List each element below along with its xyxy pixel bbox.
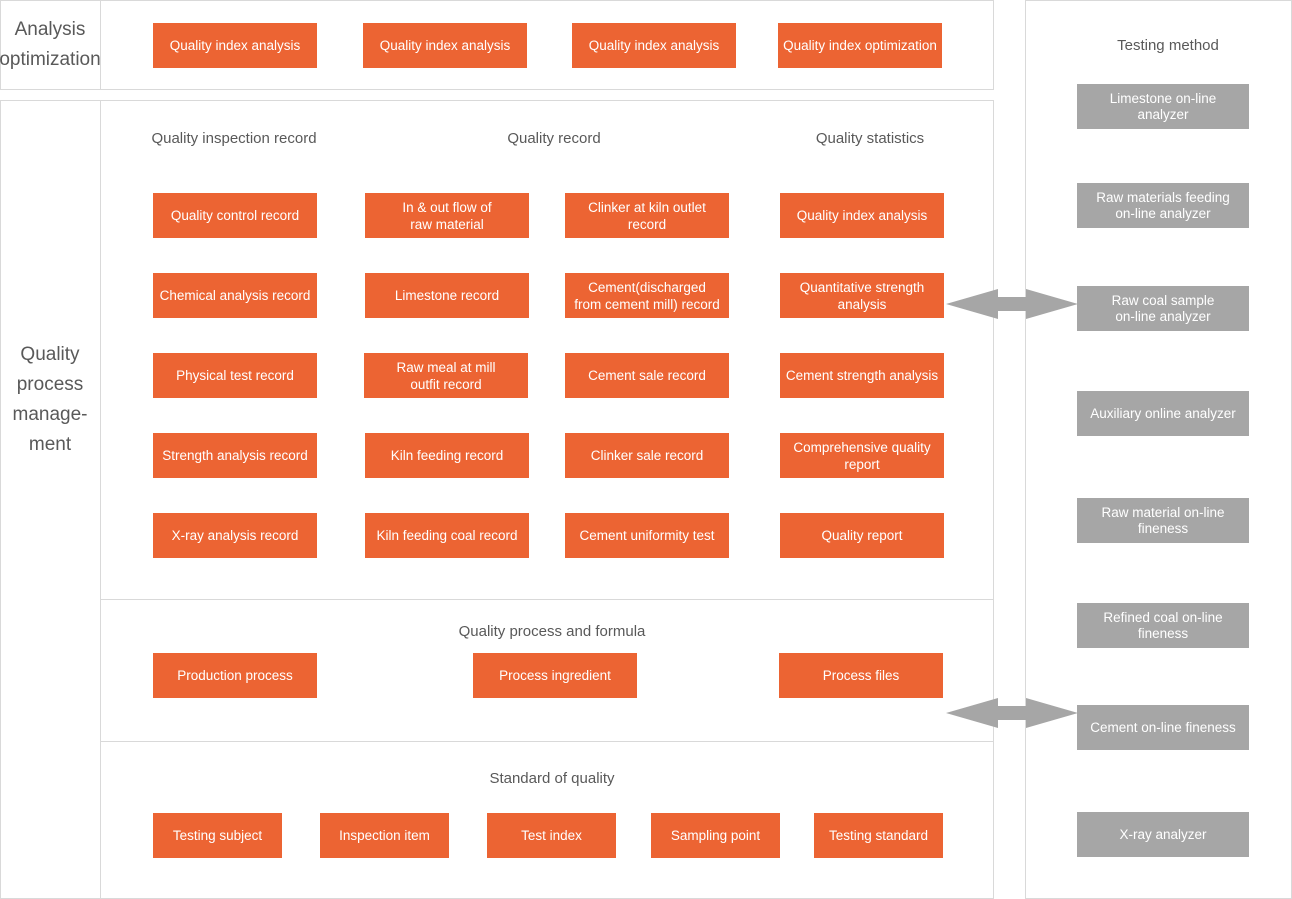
quality-process-management-label: Quality process manage- ment [12,344,88,455]
standard-box[interactable]: Testing standard [814,813,943,858]
heading-quality-inspection-record: Quality inspection record [151,129,317,147]
quality-process-divider [100,100,101,899]
testing-method-box[interactable]: Cement on-line fineness [1077,705,1249,750]
statistics-box[interactable]: Cement strength analysis [780,353,944,398]
inspection-record-box[interactable]: Quality control record [153,193,317,238]
testing-method-box[interactable]: Raw material on-line fineness [1077,498,1249,543]
analysis-optimization-label: Analysis optimization [0,19,101,70]
inspection-record-box[interactable]: Strength analysis record [153,433,317,478]
analysis-box[interactable]: Quality index analysis [153,23,317,68]
quality-record-box[interactable]: Cement sale record [565,353,729,398]
analysis-box[interactable]: Quality index optimization [778,23,942,68]
standard-divider [100,741,994,742]
quality-record-box[interactable]: Kiln feeding coal record [365,513,529,558]
standard-box[interactable]: Test index [487,813,616,858]
quality-record-box[interactable]: In & out flow of raw material [365,193,529,238]
analysis-box[interactable]: Quality index analysis [363,23,527,68]
inspection-record-box[interactable]: Physical test record [153,353,317,398]
analysis-box[interactable]: Quality index analysis [572,23,736,68]
statistics-box[interactable]: Quality index analysis [780,193,944,238]
process-formula-divider [100,599,994,600]
double-arrow-icon [946,698,1078,728]
standard-box[interactable]: Sampling point [651,813,780,858]
heading-testing-method: Testing method [1117,36,1219,54]
standard-box[interactable]: Inspection item [320,813,449,858]
quality-record-box[interactable]: Limestone record [365,273,529,318]
statistics-box[interactable]: Quality report [780,513,944,558]
statistics-box[interactable]: Quantitative strength analysis [780,273,944,318]
quality-record-box[interactable]: Cement(discharged from cement mill) reco… [565,273,729,318]
inspection-record-box[interactable]: X-ray analysis record [153,513,317,558]
process-formula-box[interactable]: Process ingredient [473,653,637,698]
testing-method-box[interactable]: Auxiliary online analyzer [1077,391,1249,436]
testing-method-box[interactable]: Refined coal on-line fineness [1077,603,1249,648]
statistics-box[interactable]: Comprehensive quality report [780,433,944,478]
quality-record-box[interactable]: Cement uniformity test [565,513,729,558]
process-formula-box[interactable]: Production process [153,653,317,698]
testing-method-box[interactable]: X-ray analyzer [1077,812,1249,857]
heading-quality-record: Quality record [507,129,601,147]
testing-method-box[interactable]: Raw coal sample on-line analyzer [1077,286,1249,331]
standard-box[interactable]: Testing subject [153,813,282,858]
quality-record-box[interactable]: Clinker sale record [565,433,729,478]
testing-method-box[interactable]: Raw materials feeding on-line analyzer [1077,183,1249,228]
testing-method-box[interactable]: Limestone on-line analyzer [1077,84,1249,129]
double-arrow-icon [946,289,1078,319]
heading-standard-of-quality: Standard of quality [489,769,615,787]
process-formula-box[interactable]: Process files [779,653,943,698]
heading-quality-statistics: Quality statistics [815,129,925,147]
quality-record-box[interactable]: Clinker at kiln outlet record [565,193,729,238]
quality-record-box[interactable]: Kiln feeding record [365,433,529,478]
heading-process-formula: Quality process and formula [458,622,646,640]
testing-method-panel [1025,0,1292,899]
analysis-divider [100,0,101,90]
quality-record-box[interactable]: Raw meal at mill outfit record [364,353,528,398]
inspection-record-box[interactable]: Chemical analysis record [153,273,317,318]
